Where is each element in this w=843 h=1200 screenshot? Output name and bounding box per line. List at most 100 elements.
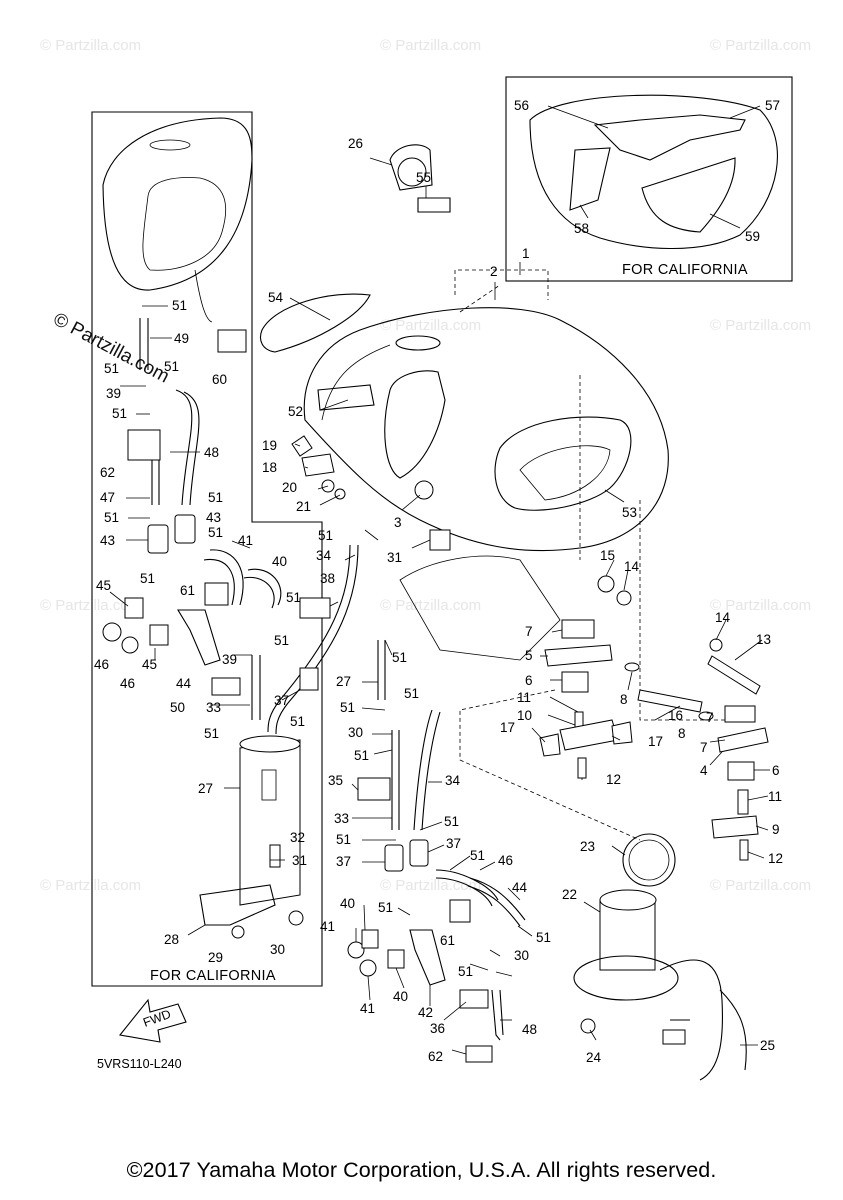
part-label-29: 29	[208, 950, 223, 965]
part-label-35: 35	[328, 773, 343, 788]
part-label-27: 27	[336, 674, 351, 689]
part-label-11: 11	[768, 789, 782, 804]
part-label-50: 50	[170, 700, 185, 715]
part-label-33: 33	[334, 811, 349, 826]
part-label-51: 51	[204, 726, 219, 741]
watermark: © Partzilla.com	[380, 597, 481, 614]
part-label-30: 30	[270, 942, 285, 957]
part-label-8: 8	[620, 692, 628, 707]
part-label-24: 24	[586, 1050, 602, 1065]
part-label-38: 38	[320, 571, 335, 586]
part-label-21: 21	[296, 499, 311, 514]
part-label-42: 42	[418, 1005, 433, 1020]
part-label-51: 51	[340, 700, 355, 715]
part-label-61: 61	[180, 583, 195, 598]
part-label-51: 51	[208, 525, 223, 540]
part-label-62: 62	[428, 1049, 443, 1064]
part-label-46: 46	[94, 657, 109, 672]
part-label-17: 17	[500, 720, 515, 735]
part-label-33: 33	[206, 700, 221, 715]
part-label-36: 36	[430, 1021, 445, 1036]
part-label-51: 51	[458, 964, 473, 979]
part-label-51: 51	[444, 814, 459, 829]
lower-center-assembly	[281, 529, 533, 1063]
part-label-51: 51	[318, 528, 333, 543]
part-label-41: 41	[360, 1001, 375, 1016]
part-label-8: 8	[678, 726, 686, 741]
part-label-40: 40	[393, 989, 408, 1004]
part-label-44: 44	[512, 880, 528, 895]
part-label-12: 12	[768, 851, 783, 866]
diagram-code: 5VRS110-L240	[97, 1057, 182, 1071]
fuel-pump-assembly	[573, 833, 758, 1081]
part-label-51: 51	[274, 633, 289, 648]
part-label-55: 55	[416, 170, 431, 185]
part-label-62: 62	[100, 465, 115, 480]
part-label-61: 61	[440, 933, 455, 948]
part-label-30: 30	[514, 948, 529, 963]
part-label-34: 34	[445, 773, 461, 788]
fwd-arrow-icon: FWD	[118, 998, 187, 1043]
part-label-1: 1	[522, 246, 530, 261]
part-label-32: 32	[290, 830, 305, 845]
watermark: © Partzilla.com	[710, 317, 811, 334]
part-label-26: 26	[348, 136, 363, 151]
part-label-4: 4	[700, 763, 708, 778]
part-label-20: 20	[282, 480, 297, 495]
part-label-43: 43	[100, 533, 115, 548]
california-box-left: FOR CALIFORNIA	[91, 111, 359, 987]
watermark: © Partzilla.com	[40, 597, 141, 614]
part-label-25: 25	[760, 1038, 775, 1053]
main-tank-assembly	[259, 144, 740, 841]
part-label-51: 51	[104, 361, 119, 376]
part-label-18: 18	[262, 460, 277, 475]
watermark: © Partzilla.com	[710, 597, 811, 614]
california-inset-right: FOR CALIFORNIA	[505, 76, 793, 282]
part-label-5: 5	[525, 648, 533, 663]
part-label-46: 46	[120, 676, 135, 691]
part-label-28: 28	[164, 932, 179, 947]
part-label-39: 39	[106, 386, 121, 401]
part-label-54: 54	[268, 290, 284, 305]
part-label-51: 51	[336, 832, 351, 847]
part-label-51: 51	[208, 490, 223, 505]
part-label-22: 22	[562, 887, 577, 902]
part-label-6: 6	[772, 763, 780, 778]
part-label-27: 27	[198, 781, 213, 796]
part-label-14: 14	[624, 559, 640, 574]
california-box-caption: FOR CALIFORNIA	[150, 968, 276, 984]
watermark: © Partzilla.com	[710, 877, 811, 894]
part-label-51: 51	[354, 748, 369, 763]
part-label-19: 19	[262, 438, 277, 453]
watermark: © Partzilla.com	[380, 37, 481, 54]
part-label-37: 37	[274, 693, 289, 708]
part-label-37: 37	[336, 854, 351, 869]
part-label-10: 10	[517, 708, 532, 723]
part-label-23: 23	[580, 839, 595, 854]
part-label-2: 2	[490, 264, 498, 279]
california-inset-caption: FOR CALIFORNIA	[622, 262, 748, 278]
watermark: © Partzilla.com	[40, 37, 141, 54]
part-label-51: 51	[112, 406, 127, 421]
part-label-39: 39	[222, 652, 237, 667]
part-label-30: 30	[348, 725, 363, 740]
part-label-51: 51	[536, 930, 551, 945]
part-label-41: 41	[238, 533, 253, 548]
part-label-7: 7	[706, 710, 714, 725]
part-label-51: 51	[104, 510, 119, 525]
part-label-11: 11	[517, 690, 531, 705]
part-label-46: 46	[498, 853, 513, 868]
part-label-59: 59	[745, 229, 760, 244]
part-label-48: 48	[522, 1022, 537, 1037]
part-label-37: 37	[446, 836, 461, 851]
part-label-53: 53	[622, 505, 637, 520]
part-label-7: 7	[700, 740, 708, 755]
watermark-layer: © Partzilla.com © Partzilla.com © Partzi…	[40, 37, 811, 894]
part-label-58: 58	[574, 221, 589, 236]
part-label-51: 51	[286, 590, 301, 605]
part-label-51: 51	[140, 571, 155, 586]
part-label-51: 51	[378, 900, 393, 915]
part-label-13: 13	[756, 632, 771, 647]
mounting-hardware	[531, 559, 770, 861]
